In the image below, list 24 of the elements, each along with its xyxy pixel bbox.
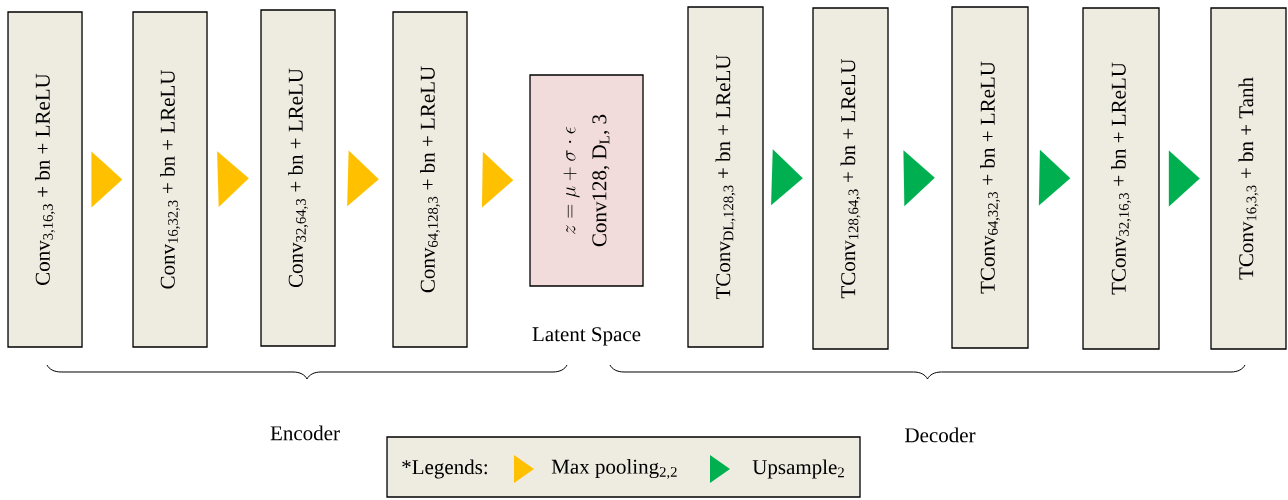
arrow <box>481 151 514 208</box>
layer-box: TConv$_{128,64,3}$ + bn + LReLU <box>812 7 889 350</box>
arrow <box>1168 150 1200 207</box>
node-label: Latent Space <box>532 327 641 346</box>
section-label: Decoder <box>905 427 976 443</box>
section-label: Encoder <box>270 425 340 441</box>
legend-label: Upsample$_{2}$ <box>752 459 844 479</box>
latent-box: $z = \mu+\sigma \cdot \epsilon$ Conv128, D$_{L}$, 3 <box>529 74 644 287</box>
legend-label: Max pooling$_{2,2}$ <box>551 459 677 479</box>
arrow <box>771 149 803 206</box>
layer-box: TConv$_{64,32,3}$ + bn + LReLU <box>951 6 1029 349</box>
arrow <box>347 150 379 207</box>
layer-box: TConv$_{16,3,3}$ + bn + Tanh <box>1210 7 1287 350</box>
layer-box: Conv$_{3,16,3}$ + bn + LReLU <box>7 11 83 348</box>
arrow <box>91 151 123 208</box>
arrow <box>903 150 935 207</box>
layer-box: TConv$_{32,16,3}$ + bn + LReLU <box>1082 7 1160 350</box>
layer-box: Conv$_{32,64,3}$ + bn + LReLU <box>260 9 336 347</box>
legend-title: *Legends: <box>402 459 487 479</box>
layer-box: Conv$_{64,128,3}$ + bn + LReLU <box>392 11 468 348</box>
arrow <box>1038 149 1071 206</box>
layer-box: TConv$_{DL,128,3}$ + bn + LReLU <box>687 6 764 348</box>
arrow <box>217 151 249 208</box>
layer-box: Conv$_{16,32,3}$ + bn + LReLU <box>132 11 208 348</box>
